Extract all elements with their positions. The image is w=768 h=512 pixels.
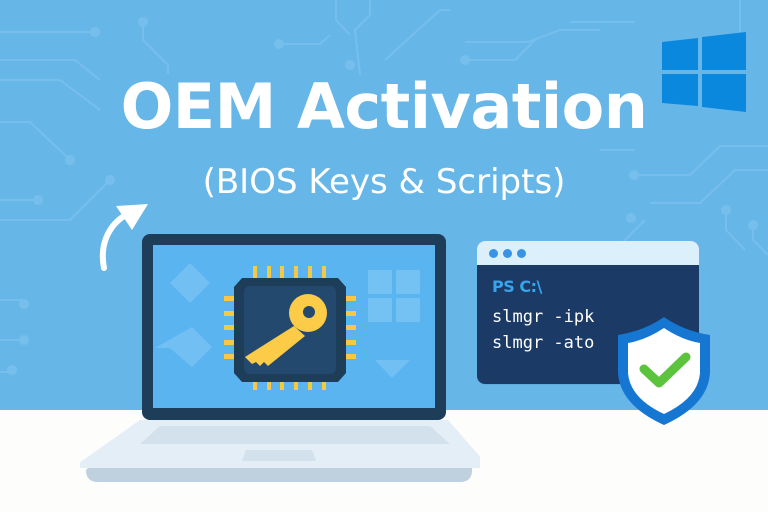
curved-arrow-icon	[99, 204, 148, 271]
screen-decor	[155, 263, 420, 378]
laptop-illustration	[80, 234, 480, 482]
terminal-prompt: PS C:\	[492, 277, 542, 296]
window-dot	[489, 248, 498, 258]
chip-pins	[224, 266, 356, 390]
page-title: OEM Activation	[120, 70, 648, 143]
windows-logo-icon	[662, 32, 746, 112]
terminal-command: slmgr -ipk	[492, 307, 595, 327]
terminal-command: slmgr -ato	[492, 333, 595, 353]
shield-check-icon	[618, 317, 710, 425]
terminal-title-bar	[477, 241, 699, 265]
key-icon	[245, 294, 327, 366]
window-dot	[503, 248, 512, 258]
circuit-pattern	[0, 0, 768, 375]
window-dot	[517, 248, 526, 258]
page-subtitle: (BIOS Keys & Scripts)	[202, 162, 566, 202]
